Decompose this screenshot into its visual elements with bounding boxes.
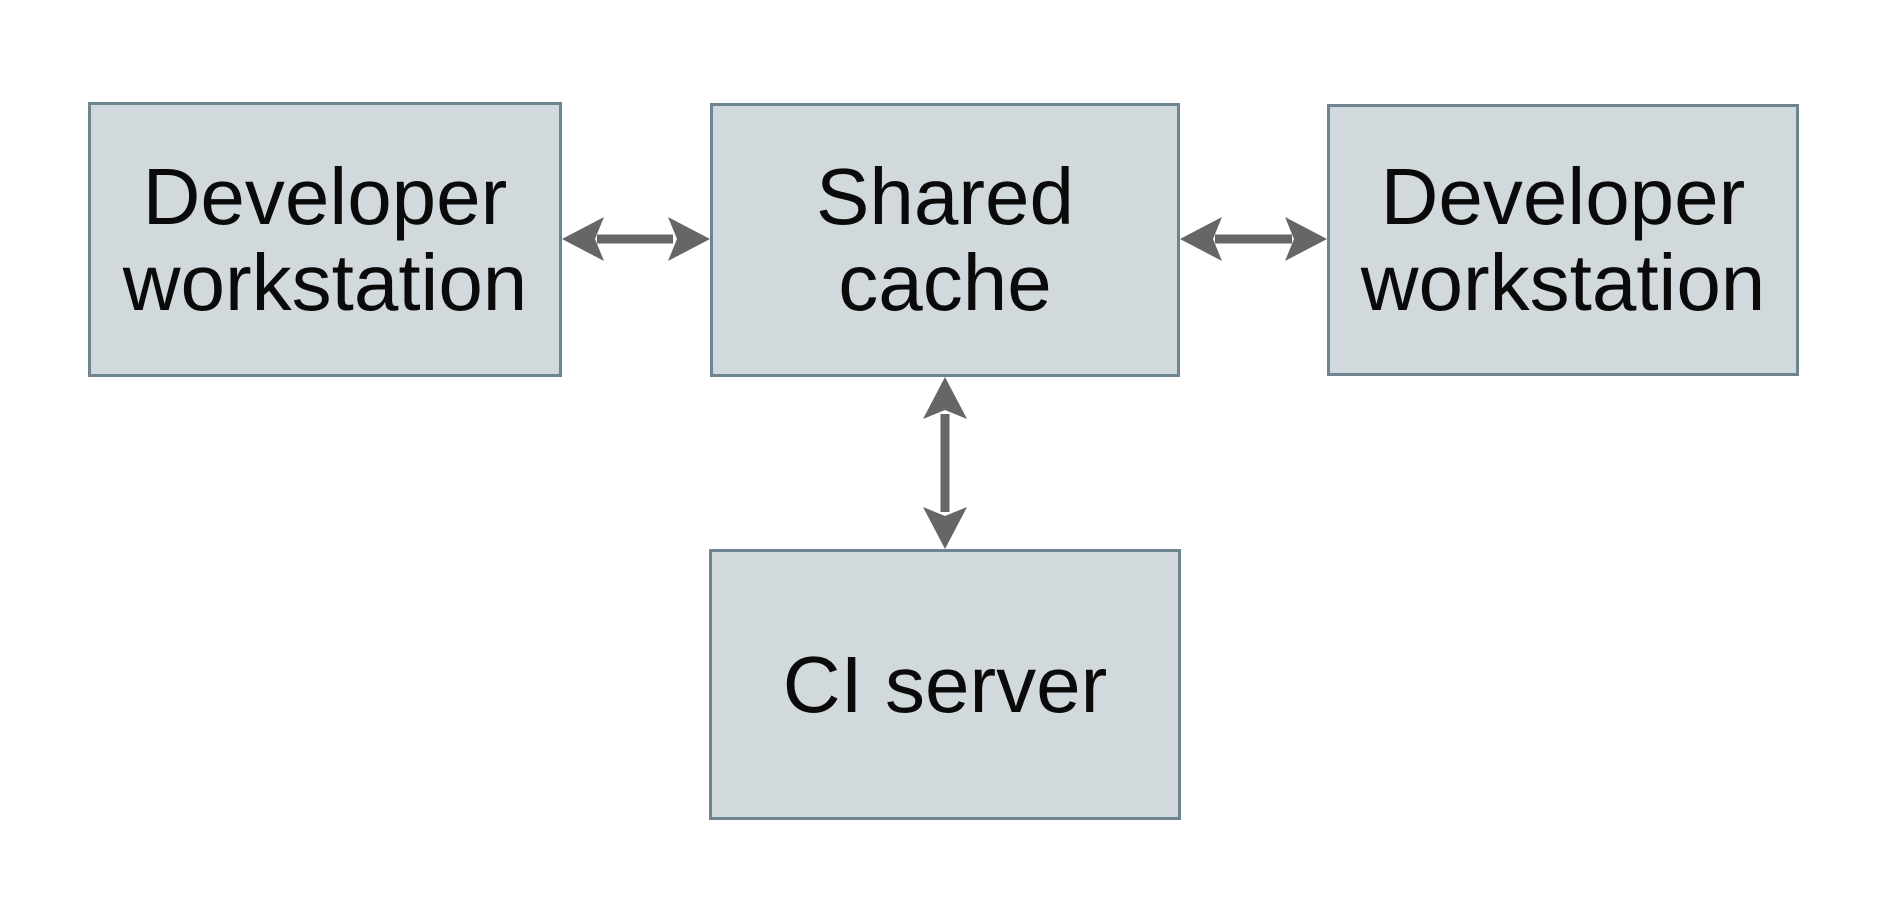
node-shared-cache: Shared cache bbox=[710, 103, 1180, 377]
node-ci-server: CI server bbox=[709, 549, 1181, 820]
node-label-developer-workstation-right: Developer workstation bbox=[1360, 152, 1766, 327]
node-label-developer-workstation-left: Developer workstation bbox=[122, 151, 528, 327]
node-label-shared-cache: Shared cache bbox=[816, 152, 1074, 327]
node-developer-workstation-right: Developer workstation bbox=[1327, 104, 1799, 376]
bidirectional-arrow-cache-ci-icon bbox=[923, 377, 967, 549]
node-label-ci-server: CI server bbox=[782, 639, 1108, 729]
node-developer-workstation-left: Developer workstation bbox=[88, 102, 562, 377]
bidirectional-arrow-cache-right-icon bbox=[1180, 217, 1327, 261]
bidirectional-arrow-left-cache-icon bbox=[562, 217, 710, 261]
